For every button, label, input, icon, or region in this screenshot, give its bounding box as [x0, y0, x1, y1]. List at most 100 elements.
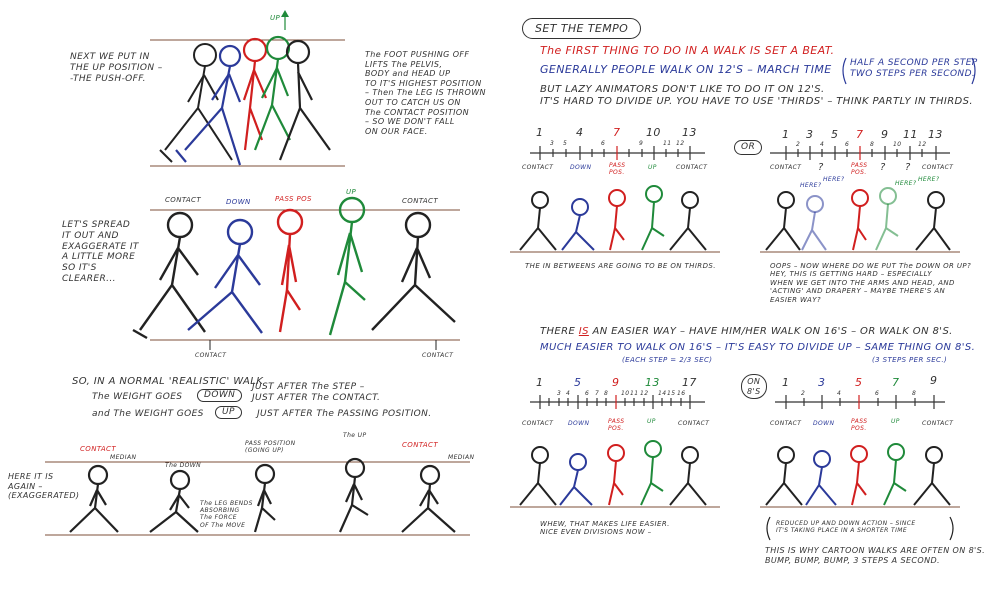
- ruler1-minor-6: 6: [601, 140, 606, 147]
- tempo-half-second-note: HALF A SECOND PER STEP TWO STEPS PER SEC…: [850, 58, 978, 79]
- mid-figure-down: [187, 218, 263, 334]
- ruler1-label-down: DOWN: [570, 164, 592, 171]
- ruler2-minor-4: 4: [820, 141, 825, 148]
- ruler1-minor-3: 3: [550, 140, 555, 147]
- bottom-figure-contact2: [401, 464, 456, 533]
- ruler4-note: REDUCED UP AND DOWN ACTION – SINCE IT'S …: [776, 520, 916, 535]
- ruler2-num-5: 5: [831, 128, 839, 141]
- ruler3-num-13: 13: [645, 376, 660, 389]
- mid-figure-contact1: [132, 211, 206, 340]
- ruler4-minor-4: 4: [837, 390, 842, 397]
- rule-down-word: DOWN: [197, 389, 243, 402]
- ruler1-minor-11: 11: [663, 140, 672, 147]
- three-steps-note: (3 STEPS PER SEC.): [872, 356, 948, 364]
- ruler4-label-up: UP: [891, 418, 900, 425]
- tempo-line2: GENERALLY PEOPLE WALK ON 12'S – MARCH TI…: [540, 63, 832, 76]
- here-it-is-text: HERE IT IS AGAIN – (EXAGGERATED): [8, 472, 80, 501]
- mid-label-contact2: CONTACT: [402, 197, 439, 205]
- ruler4-num-9: 9: [930, 374, 938, 387]
- ruler3-num-1: 1: [536, 376, 544, 389]
- rule-up-word: UP: [215, 406, 242, 419]
- ruler2-label-q3: ?: [905, 162, 911, 173]
- ruler2-label-q2: ?: [880, 162, 886, 173]
- leg-bends-text: The LEG BENDS ABSORBING The FORCE OF The…: [200, 500, 253, 529]
- ruler3-minor-8: 8: [604, 390, 609, 397]
- mid-contact-left-label: CONTACT: [195, 352, 227, 359]
- ruler2-caption: OOPS – NOW WHERE DO WE PUT The DOWN OR U…: [770, 262, 972, 304]
- mid-label-contact1: CONTACT: [165, 196, 202, 204]
- ruler3-minor-7: 7: [595, 390, 600, 397]
- ruler2-num-11: 11: [903, 128, 918, 141]
- ruler1-label-pass: PASS POS.: [609, 162, 626, 177]
- ruler2-minor-2: 2: [796, 141, 801, 148]
- each-step-note: (EACH STEP = 2/3 SEC): [622, 356, 713, 364]
- ruler3-label-up: UP: [647, 418, 656, 425]
- ruler4-caption: THIS IS WHY CARTOON WALKS ARE OFTEN ON 8…: [765, 546, 986, 565]
- ruler4-label-down: DOWN: [813, 420, 835, 427]
- top-explanation-text: The FOOT PUSHING OFF LIFTS The PELVIS, B…: [365, 50, 486, 136]
- rule-up-prefix: and The WEIGHT GOES: [92, 409, 204, 419]
- bottom-label-up: The UP: [343, 432, 367, 439]
- mid-figure-pass: [276, 208, 304, 333]
- ruler3-minor-6: 6: [585, 390, 590, 397]
- mid-label-down: DOWN: [226, 198, 251, 206]
- ruler2-num-3: 3: [806, 128, 814, 141]
- top-figure-contact: [278, 39, 331, 161]
- ruler3-label-contact2: CONTACT: [678, 420, 710, 427]
- mid-intro-text: LET'S SPREAD IT OUT AND EXAGGERATE IT A …: [62, 220, 139, 284]
- ruler2-figures: [760, 187, 960, 253]
- realistic-walk-text: SO, IN A NORMAL 'REALISTIC' WALK: [72, 376, 264, 387]
- median-left-label: MEDIAN: [110, 454, 137, 461]
- ruler-12s: [530, 146, 705, 160]
- ruler3-num-17: 17: [682, 376, 697, 389]
- set-tempo-title: SET THE TEMPO: [522, 18, 642, 40]
- easier-line1-is: IS: [578, 326, 589, 337]
- ruler2-num-7: 7: [856, 128, 864, 141]
- ruler1-num-10: 10: [646, 126, 661, 139]
- ruler3-label-pass: PASS POS.: [608, 418, 625, 433]
- ruler1-caption: THE IN BETWEENS ARE GOING TO BE ON THIRD…: [525, 262, 716, 270]
- ruler1-label-up: UP: [648, 164, 657, 171]
- ruler1-minor-12: 12: [676, 140, 685, 147]
- easier-line1: THERE IS AN EASIER WAY – HAVE HIM/HER WA…: [540, 326, 953, 338]
- ruler2-label-contact1: CONTACT: [770, 164, 802, 171]
- easier-line1-post: AN EASIER WAY – HAVE HIM/HER WALK ON 16'…: [588, 326, 953, 337]
- bottom-figure-contact1: [69, 464, 119, 533]
- ruler2-here-2: HERE?: [823, 176, 845, 183]
- ruler4-minor-8: 8: [912, 390, 917, 397]
- ruler4-minor-2: 2: [801, 390, 806, 397]
- mid-contact-right-label: CONTACT: [422, 352, 454, 359]
- ruler3-label-down: DOWN: [568, 420, 590, 427]
- ruler4-num-7: 7: [892, 376, 900, 389]
- ruler1-num-7: 7: [613, 126, 621, 139]
- tempo-line1: The FIRST THING TO DO IN A WALK IS SET A…: [540, 44, 835, 57]
- bottom-figure-up: [338, 457, 369, 533]
- mid-label-up: UP: [346, 188, 357, 196]
- ruler3-minor-3: 3: [557, 390, 562, 397]
- up-arrow-label: UP: [270, 14, 281, 22]
- ruler1-num-4: 4: [576, 126, 584, 139]
- ruler4-label-contact2: CONTACT: [922, 420, 954, 427]
- ruler2-num-1: 1: [782, 128, 790, 141]
- ruler1-label-contact1: CONTACT: [522, 164, 554, 171]
- bottom-label-contact1: CONTACT: [80, 445, 117, 453]
- mid-figure-contact2: [371, 211, 456, 331]
- ruler2-minor-10: 10: [893, 141, 902, 148]
- ruler4-figures: [760, 443, 960, 508]
- ruler3-minor-10: 10: [621, 390, 630, 397]
- bottom-figure-pass: [253, 463, 276, 533]
- ruler3-num-9: 9: [612, 376, 620, 389]
- bottom-label-pass: PASS POSITION (GOING UP): [245, 440, 296, 455]
- ruler2-here-1: HERE?: [800, 182, 822, 189]
- ruler3-minor-4: 4: [566, 390, 571, 397]
- rule-up-suffix: JUST AFTER The PASSING POSITION.: [257, 409, 432, 419]
- ruler4-num-3: 3: [818, 376, 826, 389]
- ruler4-num-1: 1: [782, 376, 790, 389]
- top-figure-blue: [175, 44, 242, 166]
- ruler4-minor-6: 6: [875, 390, 880, 397]
- ruler3-caption: WHEW, THAT MAKES LIFE EASIER. NICE EVEN …: [540, 520, 670, 537]
- on-8s-badge: ON 8'S: [741, 374, 767, 400]
- ruler-12s-alt: [770, 146, 950, 160]
